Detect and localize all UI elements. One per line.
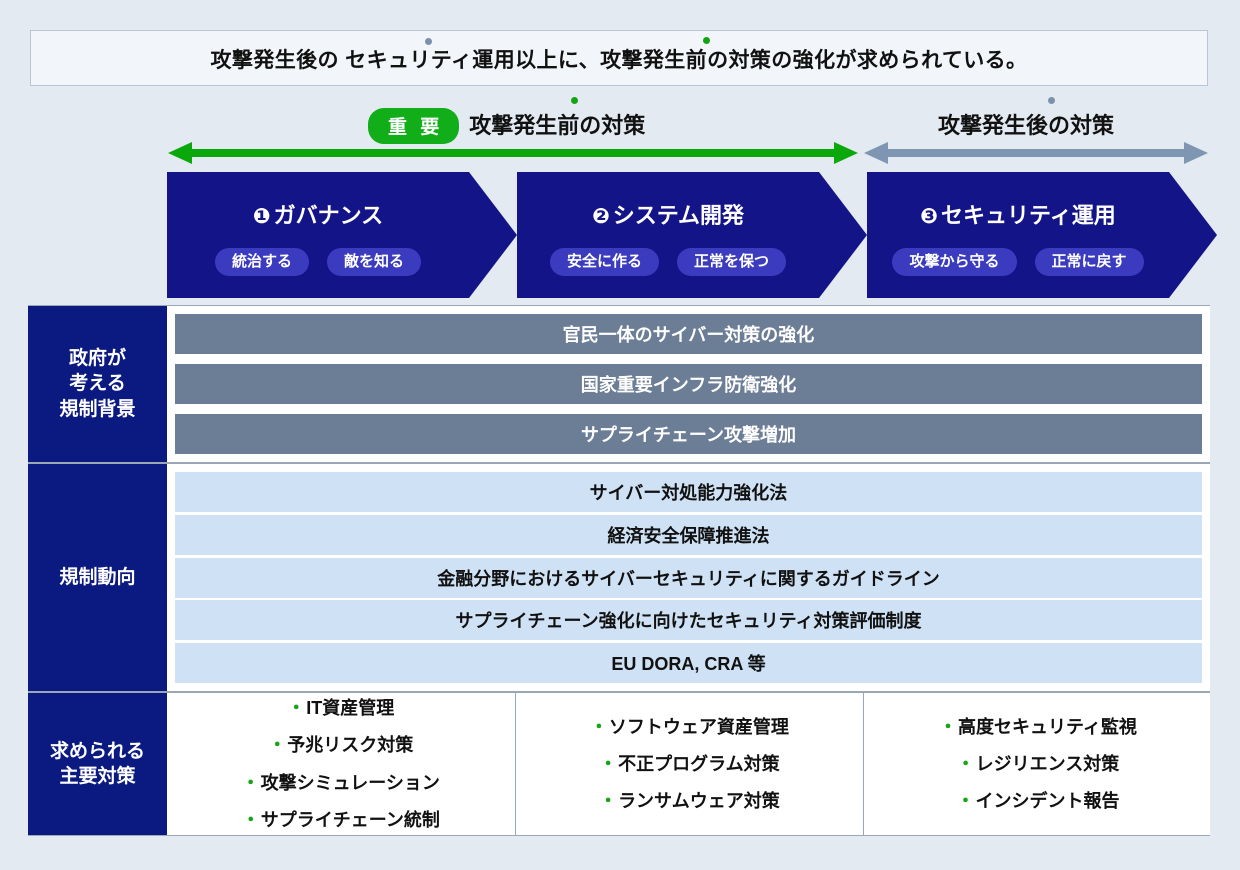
- timeline-arrows: [168, 142, 1208, 164]
- phase-pills: 安全に作る 正常を保つ: [517, 248, 819, 277]
- phase-title-label: システム開発: [612, 203, 745, 228]
- measure-item-label: ソフトウェア資産管理: [608, 716, 789, 737]
- measure-item: ・不正プログラム対策: [599, 747, 779, 781]
- measure-column-security-operations: ・高度セキュリティ監視 ・レジリエンス対策 ・インシデント報告: [863, 693, 1212, 835]
- measure-column-system-development: ・ソフトウェア資産管理 ・不正プログラム対策 ・ランサムウェア対策: [514, 693, 864, 835]
- measure-item-label: 不正プログラム対策: [618, 753, 780, 774]
- pre-attack-heading: 重 要攻撃発生前の対策: [368, 108, 645, 144]
- measure-item-label: IT資産管理: [306, 698, 395, 719]
- chevron-shape: [517, 172, 867, 298]
- phase-pill[interactable]: 安全に作る: [549, 248, 659, 277]
- bullet-icon: ・: [956, 753, 975, 774]
- measure-item: ・サプライチェーン統制: [242, 803, 440, 837]
- important-badge: 重 要: [368, 108, 460, 144]
- bar-list: サイバー対処能力強化法 経済安全保障推進法 金融分野におけるサイバーセキュリティ…: [175, 472, 1202, 683]
- bullet-icon: ・: [956, 791, 975, 812]
- phase-title-label: セキュリティ運用: [941, 203, 1116, 228]
- green-dot-marker-icon: [703, 37, 710, 44]
- measure-item: ・ランサムウェア対策: [599, 784, 780, 818]
- matrix-row-required-measures: 求められる 主要対策 ・IT資産管理 ・予兆リスク対策 ・攻撃シミュレーション …: [28, 692, 1210, 836]
- matrix-table: 政府が 考える 規制背景 官民一体のサイバー対策の強化 国家重要インフラ防衛強化…: [28, 305, 1210, 836]
- row-body: サイバー対処能力強化法 経済安全保障推進法 金融分野におけるサイバーセキュリティ…: [167, 464, 1210, 691]
- measure-item-label: 予兆リスク対策: [287, 735, 414, 756]
- phase-pill[interactable]: 正常を保つ: [677, 248, 787, 277]
- measure-item: ・ソフトウェア資産管理: [590, 710, 789, 744]
- bar-list: 官民一体のサイバー対策の強化 国家重要インフラ防衛強化 サプライチェーン攻撃増加: [175, 314, 1202, 454]
- bullet-icon: ・: [599, 791, 618, 812]
- measure-item-label: 高度セキュリティ監視: [958, 716, 1137, 737]
- gray-dot-marker-icon: [425, 38, 432, 45]
- measure-item: ・IT資産管理: [287, 691, 394, 725]
- matrix-bar: 金融分野におけるサイバーセキュリティに関するガイドライン: [175, 557, 1202, 598]
- measure-column-governance: ・IT資産管理 ・予兆リスク対策 ・攻撃シミュレーション ・サプライチェーン統制: [167, 693, 515, 835]
- phase-number: ❶: [252, 205, 271, 228]
- post-attack-heading: 攻撃発生後の対策: [938, 108, 1114, 142]
- bullet-icon: ・: [599, 753, 618, 774]
- bullet-icon: ・: [268, 735, 287, 756]
- measure-item: ・レジリエンス対策: [957, 747, 1120, 781]
- phase-number: ❷: [591, 205, 610, 228]
- phase-pills: 統治する 敵を知る: [167, 248, 469, 277]
- green-dot-marker-icon: [571, 97, 578, 104]
- measure-item: ・予兆リスク対策: [268, 728, 413, 762]
- post-attack-heading-label: 攻撃発生後の対策: [938, 113, 1115, 138]
- phase-title-label: ガバナンス: [273, 203, 384, 228]
- row-body: ・IT資産管理 ・予兆リスク対策 ・攻撃シミュレーション ・サプライチェーン統制…: [167, 693, 1210, 835]
- headline-text: 攻撃発生後の セキュリティ運用以上に、攻撃発生前の対策の強化が求められている。: [210, 49, 1028, 72]
- measure-item: ・インシデント報告: [956, 784, 1119, 818]
- phase-pills: 攻撃から守る 正常に戻す: [867, 248, 1169, 277]
- row-label: 求められる 主要対策: [28, 693, 167, 835]
- pre-attack-heading-label: 攻撃発生前の対策: [469, 113, 646, 138]
- row-body: 官民一体のサイバー対策の強化 国家重要インフラ防衛強化 サプライチェーン攻撃増加: [167, 306, 1210, 462]
- measure-item: ・高度セキュリティ監視: [939, 710, 1137, 744]
- measure-item-label: 攻撃シミュレーション: [260, 772, 440, 793]
- measure-item-label: インシデント報告: [975, 791, 1120, 812]
- phase-pill[interactable]: 統治する: [214, 248, 309, 277]
- post-attack-arrow-icon: [864, 142, 1208, 164]
- headline-banner: 攻撃発生後の セキュリティ運用以上に、攻撃発生前の対策の強化が求められている。: [30, 30, 1208, 86]
- phase-pill[interactable]: 攻撃から守る: [892, 248, 1017, 277]
- gray-dot-marker-icon: [1048, 97, 1055, 104]
- measure-item-label: サプライチェーン統制: [260, 809, 440, 830]
- measure-item: ・攻撃シミュレーション: [242, 766, 440, 800]
- phase-number: ❸: [920, 205, 939, 228]
- bullet-icon: ・: [939, 716, 958, 737]
- measure-columns: ・IT資産管理 ・予兆リスク対策 ・攻撃シミュレーション ・サプライチェーン統制…: [167, 693, 1210, 835]
- matrix-bar: サプライチェーン攻撃増加: [175, 414, 1202, 454]
- matrix-bar: 国家重要インフラ防衛強化: [175, 364, 1202, 404]
- measure-item-label: ランサムウェア対策: [618, 791, 780, 812]
- matrix-bar: 官民一体のサイバー対策の強化: [175, 314, 1202, 354]
- phase-pill[interactable]: 敵を知る: [327, 248, 422, 277]
- bullet-icon: ・: [241, 809, 260, 830]
- pre-attack-arrow-icon: [168, 142, 858, 164]
- matrix-row-regulatory-trends: 規制動向 サイバー対処能力強化法 経済安全保障推進法 金融分野におけるサイバーセ…: [28, 463, 1210, 692]
- matrix-bar: サイバー対処能力強化法: [175, 472, 1202, 512]
- bullet-icon: ・: [241, 772, 260, 793]
- chevron-shape: [167, 172, 517, 298]
- chevron-shape: [867, 172, 1217, 298]
- bullet-icon: ・: [589, 716, 608, 737]
- phase-pill[interactable]: 正常に戻す: [1034, 248, 1144, 277]
- matrix-row-government-background: 政府が 考える 規制背景 官民一体のサイバー対策の強化 国家重要インフラ防衛強化…: [28, 305, 1210, 463]
- row-label: 政府が 考える 規制背景: [28, 306, 167, 462]
- measure-item-label: レジリエンス対策: [975, 753, 1120, 774]
- row-label: 規制動向: [28, 464, 167, 691]
- matrix-bar: 経済安全保障推進法: [175, 514, 1202, 555]
- matrix-bar: サプライチェーン強化に向けたセキュリティ対策評価制度: [175, 600, 1202, 641]
- matrix-bar: EU DORA, CRA 等: [175, 643, 1202, 683]
- bullet-icon: ・: [287, 698, 306, 719]
